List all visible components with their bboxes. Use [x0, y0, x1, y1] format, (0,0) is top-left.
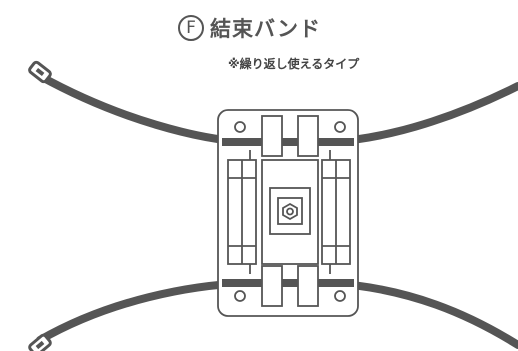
- upper-tie-head-icon: [28, 60, 52, 84]
- top-slot-left: [261, 115, 283, 157]
- letter-badge-text: F: [186, 18, 196, 38]
- corner-hole-bl: [234, 290, 246, 302]
- corner-hole-tl: [234, 121, 246, 133]
- top-slot-right: [297, 115, 319, 157]
- page-title: 結束バンド: [210, 17, 322, 41]
- bottom-slot-right: [297, 265, 319, 307]
- title: F 結束バンド: [178, 10, 321, 46]
- mount-plate: [217, 109, 359, 317]
- bottom-slot-left: [261, 265, 283, 307]
- corner-hole-tr: [334, 121, 346, 133]
- letter-badge: F: [178, 15, 204, 41]
- subtitle: ※繰り返し使えるタイプ: [228, 57, 360, 71]
- center-pad: [269, 187, 311, 235]
- corner-hole-br: [334, 290, 346, 302]
- strap-through-plate: [222, 138, 354, 287]
- lower-tie-head-icon: [28, 333, 52, 351]
